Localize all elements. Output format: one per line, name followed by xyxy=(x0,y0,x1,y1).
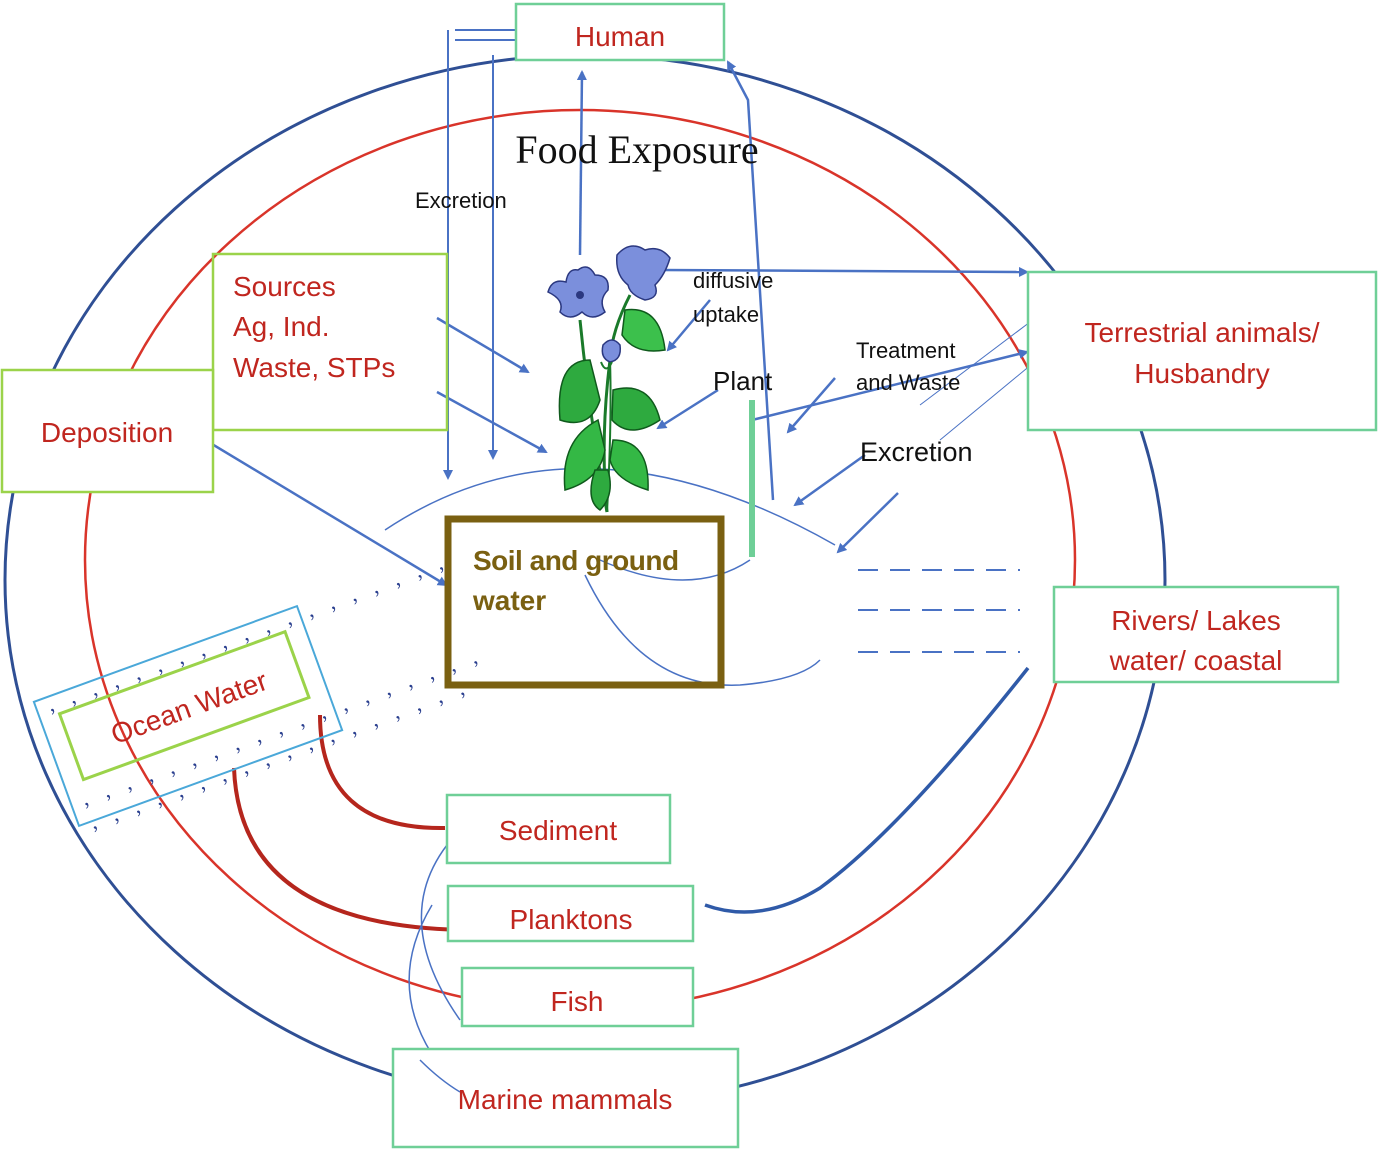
soil-to-animals-arrow xyxy=(751,349,1029,422)
sources-label-2: Ag, Ind. xyxy=(233,311,330,342)
soil-label-1: Soil and ground xyxy=(473,545,679,576)
planktons-label: Planktons xyxy=(510,904,633,935)
soil-label-2: water xyxy=(472,585,546,616)
water-ripples-row-3: , , , , , , , , , , , , , , , , , , xyxy=(86,673,473,834)
plant-uptake-arrow xyxy=(656,388,719,430)
planktons-box xyxy=(446,884,695,943)
ocean-to-sediment-link xyxy=(318,714,446,831)
ocean-to-planktons-link xyxy=(232,767,476,932)
plant-icon xyxy=(547,245,671,513)
sediment-box xyxy=(445,793,672,865)
treatment-label-1: Treatment xyxy=(856,338,955,363)
ocean-water-box: , , , , , , , , , , , , , , , , , , , , … xyxy=(32,548,486,834)
marine-link-overlay xyxy=(419,1059,461,1093)
excretion-arrow-2 xyxy=(836,492,899,554)
sediment-label: Sediment xyxy=(499,815,618,846)
excretion-lines xyxy=(443,29,515,480)
treatment-arrow xyxy=(786,377,836,434)
sediment-to-fish-link xyxy=(420,844,461,1021)
diffusive-label-2: uptake xyxy=(693,302,759,327)
sources-arrow-2 xyxy=(436,390,548,454)
rivers-label-2: water/ coastal xyxy=(1109,645,1283,676)
excretion-right-label: Excretion xyxy=(860,437,973,467)
treatment-label-2: and Waste xyxy=(856,370,960,395)
sources-arrow-1 xyxy=(436,316,530,374)
deposition-label: Deposition xyxy=(41,417,173,448)
marine-label: Marine mammals xyxy=(458,1084,673,1115)
sources-box xyxy=(211,252,449,432)
rivers-label-1: Rivers/ Lakes xyxy=(1111,605,1281,636)
root-arc xyxy=(599,559,751,581)
deposition-arrow xyxy=(191,430,448,587)
excretion-guide-1 xyxy=(919,321,1031,406)
diffusive-label-1: diffusive xyxy=(693,268,773,293)
plant-label: Plant xyxy=(713,366,773,396)
human-box xyxy=(514,2,726,62)
deposition-box xyxy=(0,368,215,494)
plant-to-human-arrow xyxy=(576,70,587,256)
human-label: Human xyxy=(575,21,665,52)
outer-ring xyxy=(3,53,1167,1107)
soil-inner-arc xyxy=(584,574,821,686)
fish-box xyxy=(460,966,695,1028)
animals-to-human-arrow xyxy=(726,60,775,501)
marine-box xyxy=(391,1047,740,1149)
page-title: Food Exposure xyxy=(515,127,758,172)
terrestrial-box xyxy=(1026,270,1378,432)
water-dashes xyxy=(858,569,1020,653)
sources-label-3: Waste, STPs xyxy=(233,352,395,383)
excretion-top-label: Excretion xyxy=(415,188,507,213)
rivers-to-planktons-link xyxy=(704,666,1030,914)
diffusive-arrow xyxy=(666,299,711,352)
excretion-arrow-1 xyxy=(793,453,866,507)
terrestrial-label-2: Husbandry xyxy=(1134,358,1269,389)
plant-to-animals-arrow xyxy=(659,266,1029,277)
rivers-box xyxy=(1052,585,1340,684)
fish-label: Fish xyxy=(551,986,604,1017)
terrestrial-label-1: Terrestrial animals/ xyxy=(1085,317,1320,348)
soil-box xyxy=(444,515,725,689)
sources-label-1: Sources xyxy=(233,271,336,302)
